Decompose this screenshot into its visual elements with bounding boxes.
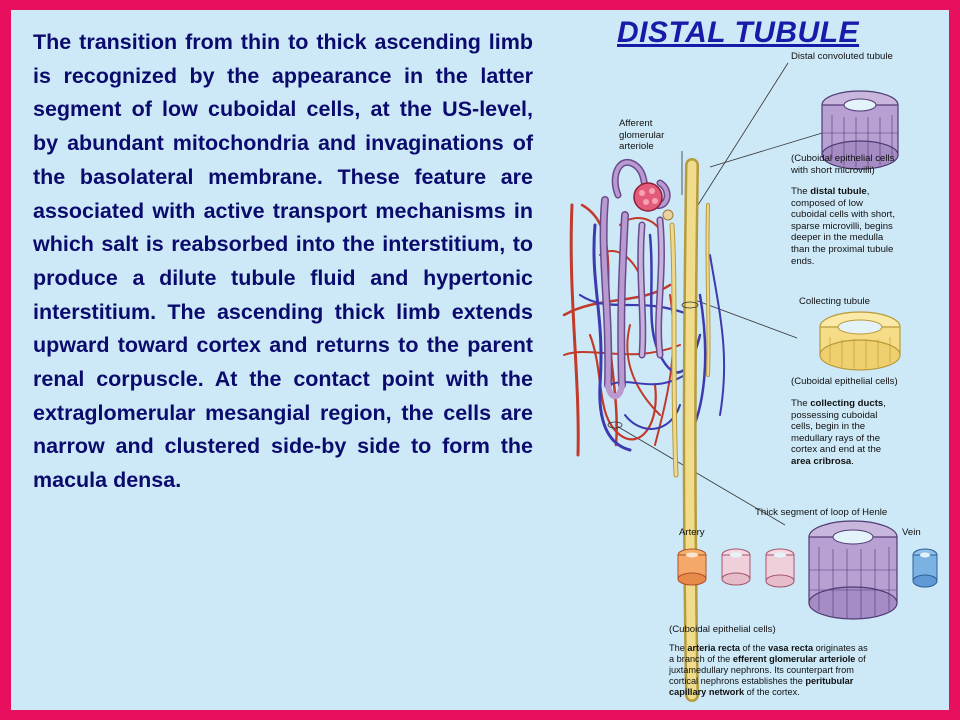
- vasa-recta-description: The arteria recta of the vasa recta orig…: [669, 643, 868, 697]
- thick-segment-cross-section: [808, 520, 898, 620]
- label-thick-segment: Thick segment of loop of Henle: [755, 507, 888, 518]
- label-distal-convoluted-tubule: Distal convoluted tubule: [791, 51, 893, 62]
- nephron-illustration: [562, 62, 938, 702]
- slide-title: DISTAL TUBULE: [617, 16, 860, 49]
- label-collecting-cells: (Cuboidal epithelial cells): [791, 376, 898, 387]
- artery-sections: [677, 548, 795, 588]
- body-text: The transition from thin to thick ascend…: [33, 30, 533, 493]
- slide-frame: The transition from thin to thick ascend…: [11, 10, 949, 710]
- label-afferent-arteriole: Afferent glomerular arteriole: [619, 118, 665, 153]
- dct-cross-section: [821, 90, 899, 170]
- label-vein: Vein: [902, 527, 921, 538]
- label-dct-cells: (Cuboidal epithelial cells with short mi…: [791, 153, 895, 176]
- section-marker: [681, 301, 699, 309]
- label-collecting-tubule: Collecting tubule: [799, 296, 870, 307]
- label-artery: Artery: [679, 527, 705, 538]
- collecting-duct: [669, 158, 711, 702]
- label-thick-cells: (Cuboidal epithelial cells): [669, 624, 776, 635]
- glomerulus: [633, 182, 674, 221]
- collecting-cross-section: [819, 311, 901, 371]
- section-marker: [607, 421, 623, 429]
- vein-section: [912, 548, 938, 588]
- dct-description: The distal tubule, composed of low cuboi…: [791, 186, 895, 267]
- collecting-description: The collecting ducts, possessing cuboida…: [791, 398, 886, 467]
- pointer-lines: [614, 62, 843, 526]
